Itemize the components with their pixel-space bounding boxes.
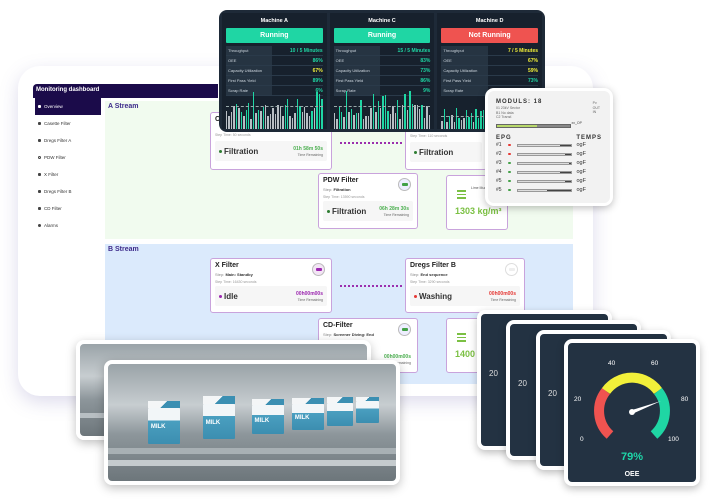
module-progress-bar <box>496 123 571 128</box>
filter-icon <box>38 190 41 193</box>
status-badge-icon <box>398 323 411 336</box>
dashboard-title: Monitoring dashboard <box>33 84 218 98</box>
status-dot-icon <box>508 188 511 192</box>
filter-card-pdw[interactable]: PDW Filter Step: Filtration Step Time: 1… <box>318 173 418 229</box>
menu-icon <box>457 190 466 201</box>
connector-line <box>340 142 402 144</box>
production-line-photo: MILK MILK MILK MILK <box>104 360 400 485</box>
status-badge-icon <box>505 263 518 276</box>
state-label: Filtration <box>327 207 366 216</box>
throughput-bar-chart <box>226 91 323 129</box>
sidebar: Overview Casette Filter Dregs Filter A P… <box>33 98 103 384</box>
status-dot-icon <box>508 143 511 147</box>
state-label: Idle <box>219 292 238 301</box>
status-dot-icon <box>508 170 511 174</box>
sidebar-item-dregs-filter-a[interactable]: Dregs Filter A <box>35 132 101 149</box>
status-dot-icon <box>508 152 511 156</box>
gauge-value: 79% <box>620 451 644 463</box>
status-dot-icon <box>508 161 511 165</box>
state-label: Washing <box>414 292 452 301</box>
oee-gauge-card: 0 20 40 60 80 100 79% OEE <box>564 339 700 486</box>
connector-line <box>340 285 402 287</box>
filter-card-dregs-b[interactable]: Dregs Filter B Step: End sequence Step T… <box>405 258 525 313</box>
filter-icon <box>38 207 41 210</box>
machine-status: Not Running <box>441 28 539 43</box>
sidebar-item-x-filter[interactable]: X Filter <box>35 166 101 183</box>
filter-icon <box>38 139 41 142</box>
state-label: Filtration <box>414 148 453 157</box>
sidebar-item-casette-filter[interactable]: Casette Filter <box>35 115 101 132</box>
gauge-needle-icon <box>632 401 661 414</box>
status-badge-icon <box>312 263 325 276</box>
stream-label: B Stream <box>108 246 139 253</box>
status-badge-icon <box>398 178 411 191</box>
status-dot-icon <box>508 179 511 183</box>
stream-label: A Stream <box>108 103 139 110</box>
sidebar-item-overview[interactable]: Overview <box>35 98 101 115</box>
filter-card-x[interactable]: X Filter Step: Main: Standby Step Time: … <box>210 258 332 313</box>
state-label: Filtration <box>219 147 258 156</box>
alarm-icon <box>38 224 41 227</box>
throughput-bar-chart <box>333 91 431 129</box>
sidebar-item-pdw-filter[interactable]: PDW Filter <box>35 149 101 166</box>
menu-icon <box>457 333 466 344</box>
machine-status: Running <box>333 28 431 43</box>
sidebar-item-alarms[interactable]: Alarms <box>35 217 101 234</box>
filter-icon <box>38 173 41 176</box>
machine-status: Running <box>226 28 323 43</box>
sidebar-item-dregs-filter-b[interactable]: Dregs Filter B <box>35 183 101 200</box>
filter-icon <box>38 122 41 125</box>
gauge-label: OEE <box>624 471 640 478</box>
grid-icon <box>38 105 41 108</box>
circle-icon <box>38 156 41 159</box>
gauge-dial <box>594 372 670 439</box>
sidebar-item-cd-filter[interactable]: CD Filter <box>35 200 101 217</box>
